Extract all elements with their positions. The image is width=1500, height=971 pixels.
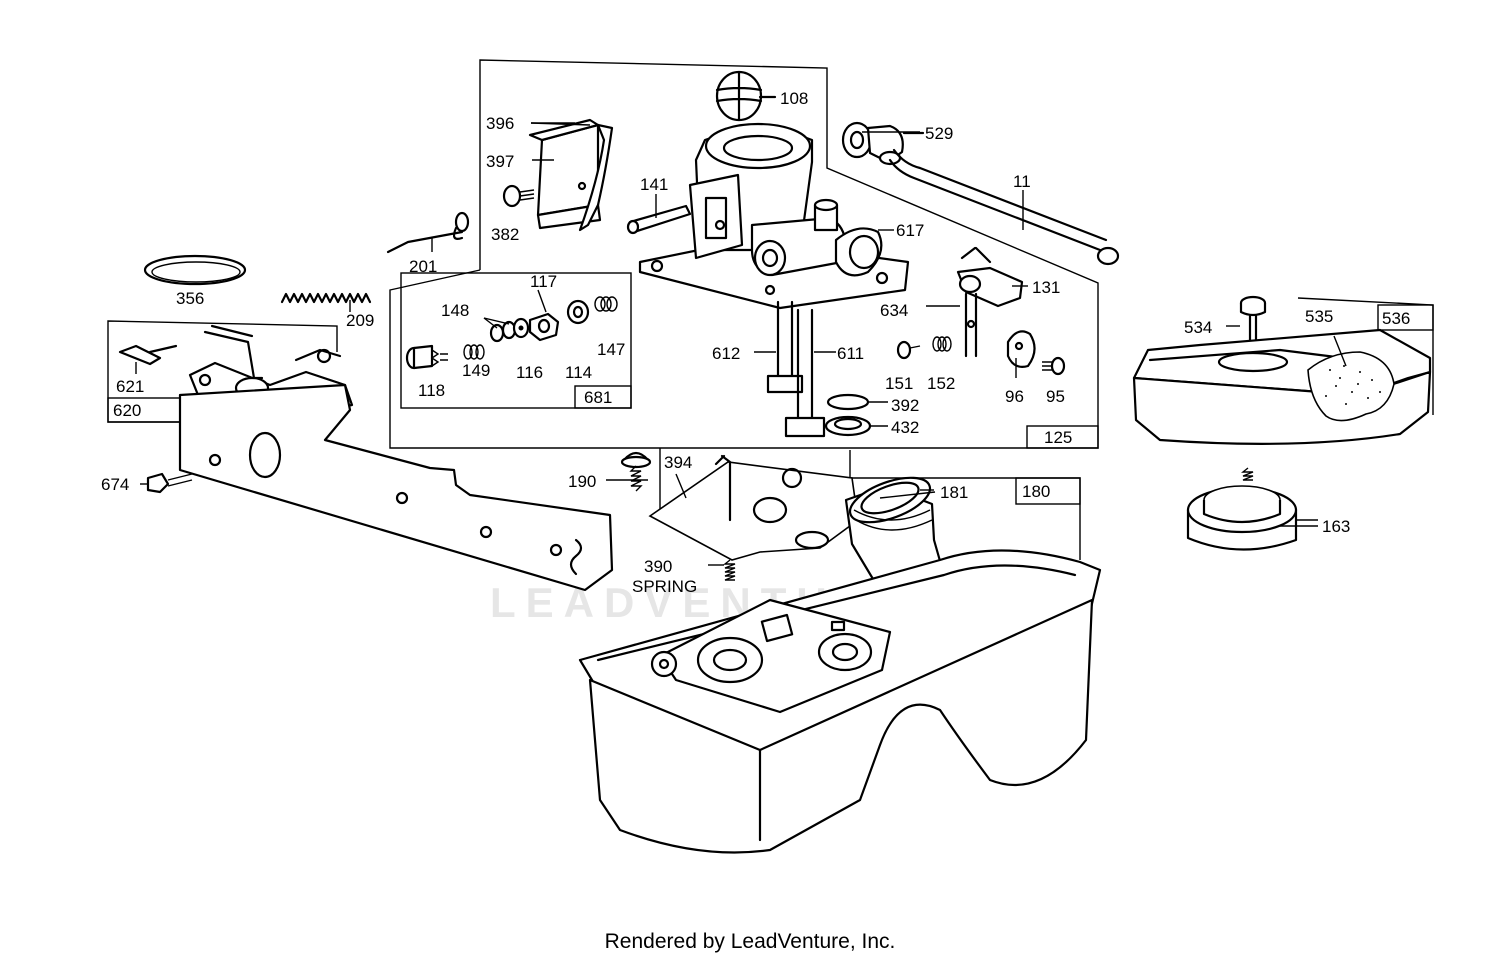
label-108: 108 [780,89,808,108]
part-356-drawing [143,254,247,286]
label-529: 529 [925,124,953,143]
label-116: 116 [516,363,543,382]
label-149: 149 [462,361,490,380]
label-118: 118 [418,381,445,400]
group-labels: 681 125 536 620 180 [113,309,1410,501]
part-201-drawing [386,211,470,254]
label-674: 674 [101,475,129,494]
part-96-drawing [1006,330,1036,378]
part-11-drawing [888,148,1120,266]
part-180-drawing [578,549,1102,854]
group-label-180: 180 [1022,482,1050,501]
part-95-drawing [1042,356,1066,376]
group-536-tag [1377,304,1434,331]
label-96: 96 [1005,387,1024,406]
group-681-tag [574,385,632,409]
label-396: 396 [486,114,514,133]
part-152-drawing [932,336,952,352]
label-117: 117 [530,272,557,291]
part-681-group-drawing [405,289,618,370]
label-397: 397 [486,152,514,171]
part-529-drawing [841,121,925,166]
group-125-outline [389,59,1099,449]
part-151-drawing [896,340,921,360]
group-125-tag [1026,425,1099,449]
part-141-drawing [626,194,692,235]
part-390-drawing [723,559,736,581]
label-617: 617 [896,221,924,240]
label-634: 634 [880,301,908,320]
group-180-tag [1015,477,1081,505]
group-681-box [400,272,632,409]
part-674-drawing [146,472,193,494]
group-outlines [107,59,1434,560]
label-394: 394 [664,453,692,472]
part-612-drawing [754,300,804,394]
group-label-681: 681 [584,388,612,407]
label-611: 611 [837,344,864,363]
part-190-drawing [620,451,652,492]
group-label-620: 620 [113,401,141,420]
group-label-125: 125 [1044,428,1072,447]
part-108-drawing [715,70,777,122]
label-131: 131 [1032,278,1060,297]
governor-plate-drawing [178,383,614,592]
label-382: 382 [491,225,519,244]
label-152: 152 [927,374,955,393]
part-131-drawing [926,246,1028,358]
label-612: 612 [712,344,740,363]
part-163-drawing [1186,467,1318,551]
label-163: 163 [1322,517,1350,536]
part-621-drawing [118,344,178,374]
part-432-drawing [824,415,888,437]
label-141: 141 [640,175,668,194]
label-201: 201 [409,257,437,276]
part-392-drawing [826,393,888,411]
group-label-536: 536 [1382,309,1410,328]
label-535: 535 [1305,307,1333,326]
label-11: 11 [1013,172,1031,191]
part-397-drawing [528,118,614,232]
label-151: 151 [885,374,913,393]
part-394-drawing [648,454,859,561]
label-209: 209 [346,311,374,330]
label-621: 621 [116,377,144,396]
label-534: 534 [1184,318,1212,337]
label-147: 147 [597,340,625,359]
label-181: 181 [940,483,968,502]
carburetor-body-drawing [638,122,910,310]
part-535-drawing [1307,335,1395,422]
label-spring: SPRING [632,577,697,596]
part-labels: 108 529 396 397 382 141 11 617 201 356 2… [101,89,1350,596]
label-390: 390 [644,557,672,576]
label-356: 356 [176,289,204,308]
label-432: 432 [891,418,919,437]
label-190: 190 [568,472,596,491]
group-180-outline [849,450,1081,560]
leader-lines [140,122,1318,566]
label-392: 392 [891,396,919,415]
part-209-drawing [280,292,372,312]
label-95: 95 [1046,387,1065,406]
label-114: 114 [565,363,592,382]
part-382-drawing [502,184,535,208]
part-611-drawing [784,308,836,438]
footer-credit: Rendered by LeadVenture, Inc. [604,930,896,953]
label-148: 148 [441,301,469,320]
part-536-drawing [1132,328,1432,445]
